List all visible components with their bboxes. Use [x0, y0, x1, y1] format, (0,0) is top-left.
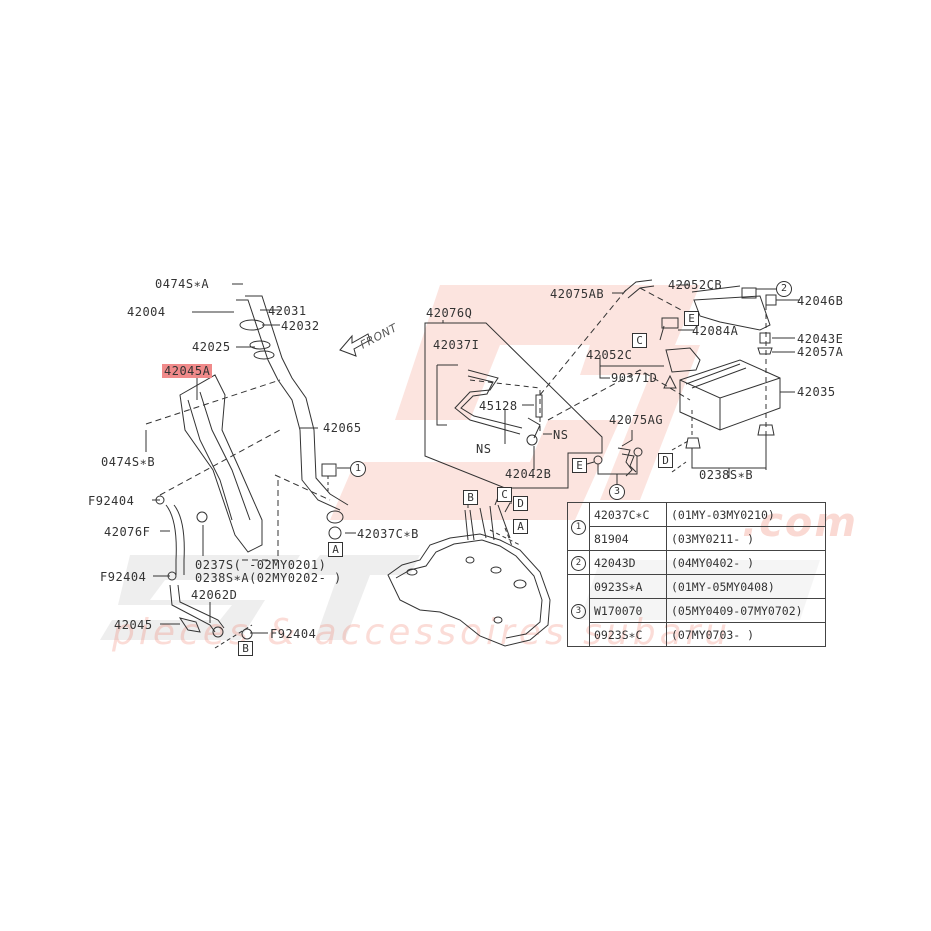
part-label-F92404-mid: F92404 [100, 570, 147, 584]
part-label-F92404-lower: F92404 [270, 627, 317, 641]
table-cell-part: 42037C∗C [589, 502, 667, 527]
ref-box-B-clamp: B [238, 641, 253, 656]
part-label-42062D: 42062D [191, 588, 238, 602]
part-label-42042B: 42042B [505, 467, 552, 481]
ref-box-B-tank: B [463, 490, 478, 505]
part-label-42075AG: 42075AG [609, 413, 664, 427]
part-label-90371D: 90371D [611, 371, 658, 385]
table-cell-part: 0923S∗A [589, 574, 667, 599]
table-cell-part: 42043D [589, 550, 667, 575]
part-label-0238SA: 0238S∗A(02MY0202- ) [195, 571, 342, 585]
part-label-42032: 42032 [281, 319, 320, 333]
table-row: 2 42043D (04MY0402- ) [567, 550, 826, 575]
part-label-42004: 42004 [127, 305, 166, 319]
ref-box-D-tank: D [513, 496, 528, 511]
table-cell-range: (04MY0402- ) [666, 550, 826, 575]
ref-box-A-filler: A [328, 542, 343, 557]
part-label-42052C: 42052C [586, 348, 633, 362]
part-label-42037I: 42037I [433, 338, 480, 352]
table-cell-part: W170070 [589, 598, 667, 623]
table-ref-circle-2: 2 [571, 556, 586, 571]
part-label-42057A: 42057A [797, 345, 844, 359]
part-label-NS-hose: NS [476, 442, 492, 456]
ref-box-C-valve: C [632, 333, 647, 348]
part-label-42037CB: 42037C∗B [357, 527, 419, 541]
table-row: 1 42037C∗C (01MY-03MY0210) [567, 502, 826, 551]
part-label-42035: 42035 [797, 385, 836, 399]
table-cell-part: 0923S∗C [589, 622, 667, 647]
table-cell-range: (01MY-03MY0210) [666, 502, 826, 527]
table-ref-circle-3: 3 [571, 604, 586, 619]
ref-circle-1: 1 [350, 461, 366, 477]
part-label-42075AB: 42075AB [550, 287, 605, 301]
ref-box-A-tank: A [513, 519, 528, 534]
table-row: 81904 (03MY0211- ) [568, 526, 826, 551]
ref-box-D-canister: D [658, 453, 673, 468]
ref-box-E-hose: E [572, 458, 587, 473]
part-label-42043E: 42043E [797, 332, 844, 346]
ref-box-E-valve: E [684, 311, 699, 326]
table-row: W170070 (05MY0409-07MY0702) [568, 598, 826, 623]
table-cell-range: (07MY0703- ) [666, 622, 826, 647]
part-label-0238SB: 0238S∗B [699, 468, 754, 482]
part-label-0474SB: 0474S∗B [101, 455, 156, 469]
part-label-42045A-highlighted[interactable]: 42045A [162, 364, 213, 378]
part-label-42076F: 42076F [104, 525, 151, 539]
table-cell-range: (05MY0409-07MY0702) [666, 598, 826, 623]
part-label-42076Q: 42076Q [426, 306, 473, 320]
table-cell-range: (03MY0211- ) [666, 526, 826, 551]
ref-box-C-tank: C [497, 487, 512, 502]
part-label-F92404-upper: F92404 [88, 494, 135, 508]
table-ref-circle-1: 1 [571, 520, 586, 535]
part-label-0474SA: 0474S∗A [155, 277, 210, 291]
part-label-NS-fitting: NS [553, 428, 569, 442]
table-cell-range: (01MY-05MY0408) [666, 574, 826, 599]
part-label-0237S: 0237S( -02MY0201) [195, 558, 327, 572]
part-label-45128: 45128 [479, 399, 518, 413]
part-label-42065: 42065 [323, 421, 362, 435]
part-label-42046B: 42046B [797, 294, 844, 308]
ref-circle-2: 2 [776, 281, 792, 297]
ref-circle-3: 3 [609, 484, 625, 500]
part-label-42031: 42031 [268, 304, 307, 318]
part-label-42025: 42025 [192, 340, 231, 354]
table-row: 3 0923S∗A (01MY-05MY0408) [567, 574, 826, 647]
table-row: 0923S∗C (07MY0703- ) [568, 622, 826, 647]
part-label-42052CB: 42052CB [668, 278, 723, 292]
part-supersession-table: 1 42037C∗C (01MY-03MY0210) 81904 (03MY02… [567, 502, 826, 647]
part-label-42084A: 42084A [692, 324, 739, 338]
part-label-42045: 42045 [114, 618, 153, 632]
table-cell-part: 81904 [589, 526, 667, 551]
